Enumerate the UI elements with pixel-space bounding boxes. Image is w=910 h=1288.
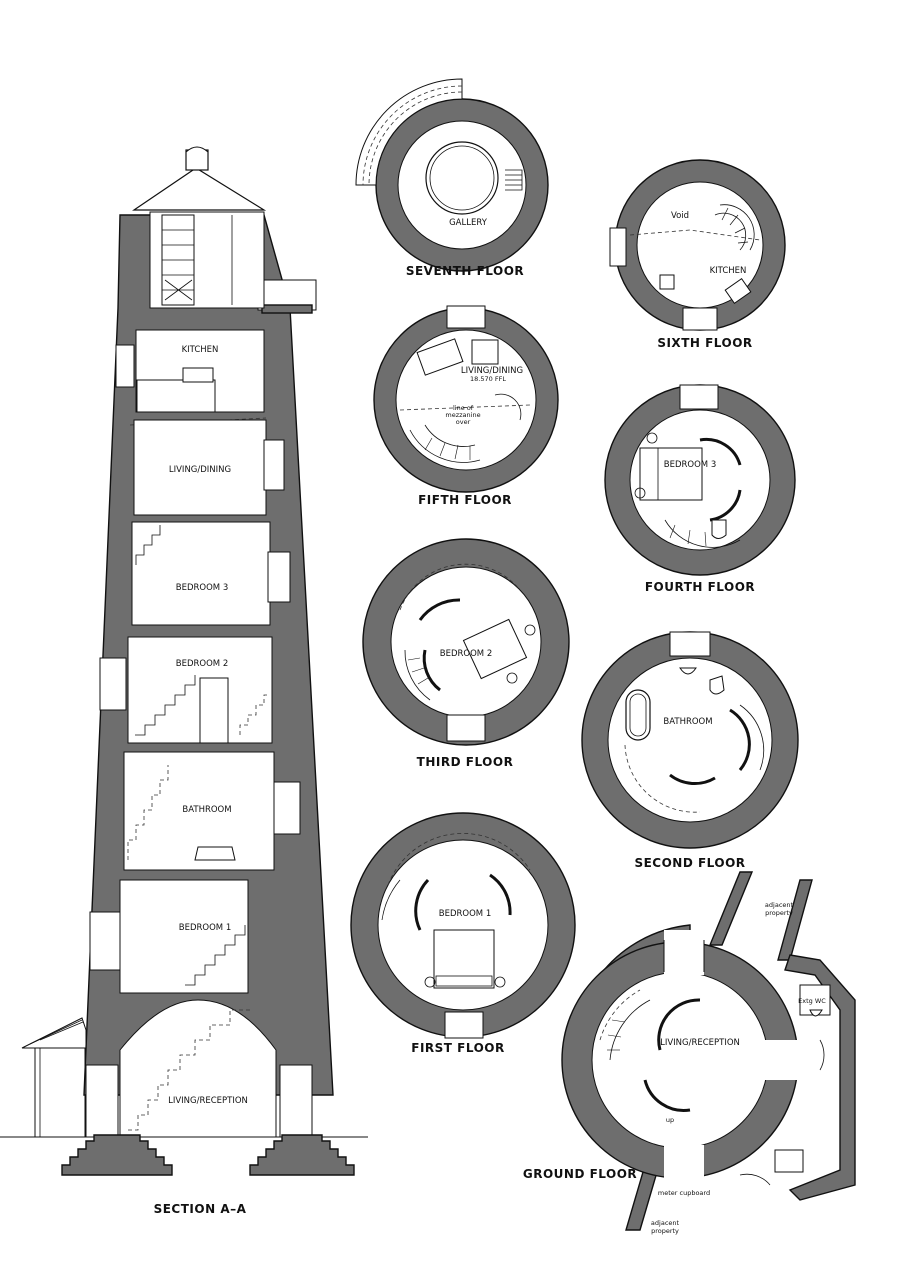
sixth-window [609, 227, 627, 267]
sixth-label-void: Void [671, 211, 689, 221]
sixth-floor-title: SIXTH FLOOR [657, 336, 752, 350]
section-window [267, 551, 291, 603]
bedroom2-door [199, 677, 229, 744]
section-label-kitchen: KITCHEN [182, 345, 219, 355]
section-label-bedroom2: BEDROOM 2 [176, 659, 228, 669]
sixth-window [682, 307, 718, 331]
section-stair-1 [185, 925, 246, 986]
section-window [89, 911, 121, 971]
fourth-label-bedroom3: BEDROOM 3 [664, 460, 716, 470]
fifth-level: 18.570 FFL [470, 375, 506, 383]
section-window [263, 439, 285, 491]
first-floor-title: FIRST FLOOR [411, 1041, 504, 1055]
extension-wall [784, 954, 856, 1201]
first-window [444, 1011, 484, 1039]
section-label-living-reception: LIVING/RECEPTION [168, 1096, 248, 1106]
seventh-floor-title: SEVENTH FLOOR [406, 264, 524, 278]
ground-adj-top-1: adjacent [765, 901, 794, 909]
ground-adj-bottom-1: adjacent [651, 1219, 680, 1227]
section-title: SECTION A–A [154, 1202, 247, 1216]
fifth-note-1: line of [453, 404, 474, 412]
second-label-bathroom: BATHROOM [663, 717, 712, 727]
fifth-note-2: mezzanine [445, 411, 480, 419]
base-step-right [249, 1134, 355, 1176]
lantern [132, 146, 267, 309]
adjacent-roof [21, 1017, 87, 1138]
third-bed [462, 618, 528, 680]
section-room-living-reception [119, 999, 277, 1138]
section-room-bedroom1 [119, 879, 249, 994]
section-window [99, 657, 127, 711]
section-window [115, 344, 135, 388]
plan-fourth-floor: BEDROOM 3 FOURTH FLOOR [604, 384, 796, 594]
ground-label-meter: meter cupboard [658, 1189, 710, 1197]
fifth-floor-title: FIFTH FLOOR [418, 493, 512, 507]
plan-third-floor: BEDROOM 2 THIRD FLOOR [362, 538, 570, 769]
second-floor-title: SECOND FLOOR [634, 856, 745, 870]
fifth-label-living-dining: LIVING/DINING [461, 366, 523, 376]
ground-adj-bottom-2: property [651, 1227, 679, 1235]
section-bath [194, 846, 236, 861]
third-window [446, 714, 486, 742]
ground-label-extg-wc: Extg WC [798, 997, 826, 1005]
plan-fifth-floor: LIVING/DINING 18.570 FFL line of mezzani… [373, 305, 559, 507]
section-room-bedroom3 [131, 521, 271, 626]
section-window [273, 781, 301, 835]
third-floor-title: THIRD FLOOR [417, 755, 514, 769]
fourth-bed [639, 447, 703, 501]
section-label-bedroom1: BEDROOM 1 [179, 923, 231, 933]
ground-label-living-reception: LIVING/RECEPTION [660, 1038, 740, 1048]
section-label-bedroom3: BEDROOM 3 [176, 583, 228, 593]
sixth-label-kitchen: KITCHEN [710, 266, 747, 276]
section-label-bathroom: BATHROOM [182, 805, 231, 815]
section-stair-0 [128, 1009, 250, 1131]
plan-seventh-floor: GALLERY SEVENTH FLOOR [355, 78, 549, 278]
plan-first-floor: BEDROOM 1 FIRST FLOOR [350, 812, 576, 1055]
seventh-label-gallery: GALLERY [449, 218, 488, 228]
kitchen-units [136, 379, 216, 413]
ground-adj-top-2: property [765, 909, 793, 917]
third-label-bedroom2: BEDROOM 2 [440, 649, 492, 659]
plan-second-floor: BATHROOM SECOND FLOOR [581, 631, 799, 870]
adjacent-wall-top-left [708, 871, 754, 946]
adjacent-wall-top-right [777, 879, 813, 961]
fifth-window [446, 305, 486, 329]
fourth-floor-title: FOURTH FLOOR [645, 580, 755, 594]
ground-floor-title: GROUND FLOOR [523, 1167, 637, 1181]
plan-sixth-floor: Void KITCHEN SIXTH FLOOR [609, 159, 786, 350]
section-label-living-dining: LIVING/DINING [169, 465, 231, 475]
gallery-balcony [355, 78, 463, 186]
fourth-window [679, 384, 719, 410]
base-step-left [61, 1134, 173, 1176]
section-window [279, 1064, 313, 1138]
section-stair-3 [135, 675, 196, 736]
section-window [85, 1064, 119, 1138]
first-label-bedroom1: BEDROOM 1 [439, 909, 491, 919]
section-a-a: KITCHEN LIVING/DINING BEDROOM 3 BEDROOM … [0, 146, 368, 1216]
second-bath [625, 689, 651, 741]
first-bed [433, 929, 495, 989]
second-window [669, 631, 711, 657]
section-stair-2 [127, 765, 169, 860]
section-stair-4 [135, 525, 161, 565]
section-room-living-dining [133, 419, 267, 516]
fifth-note-3: over [456, 418, 471, 426]
plan-ground-floor: LIVING/RECEPTION up Extg WC meter cupboa… [523, 871, 856, 1235]
ground-label-up: up [666, 1116, 674, 1124]
